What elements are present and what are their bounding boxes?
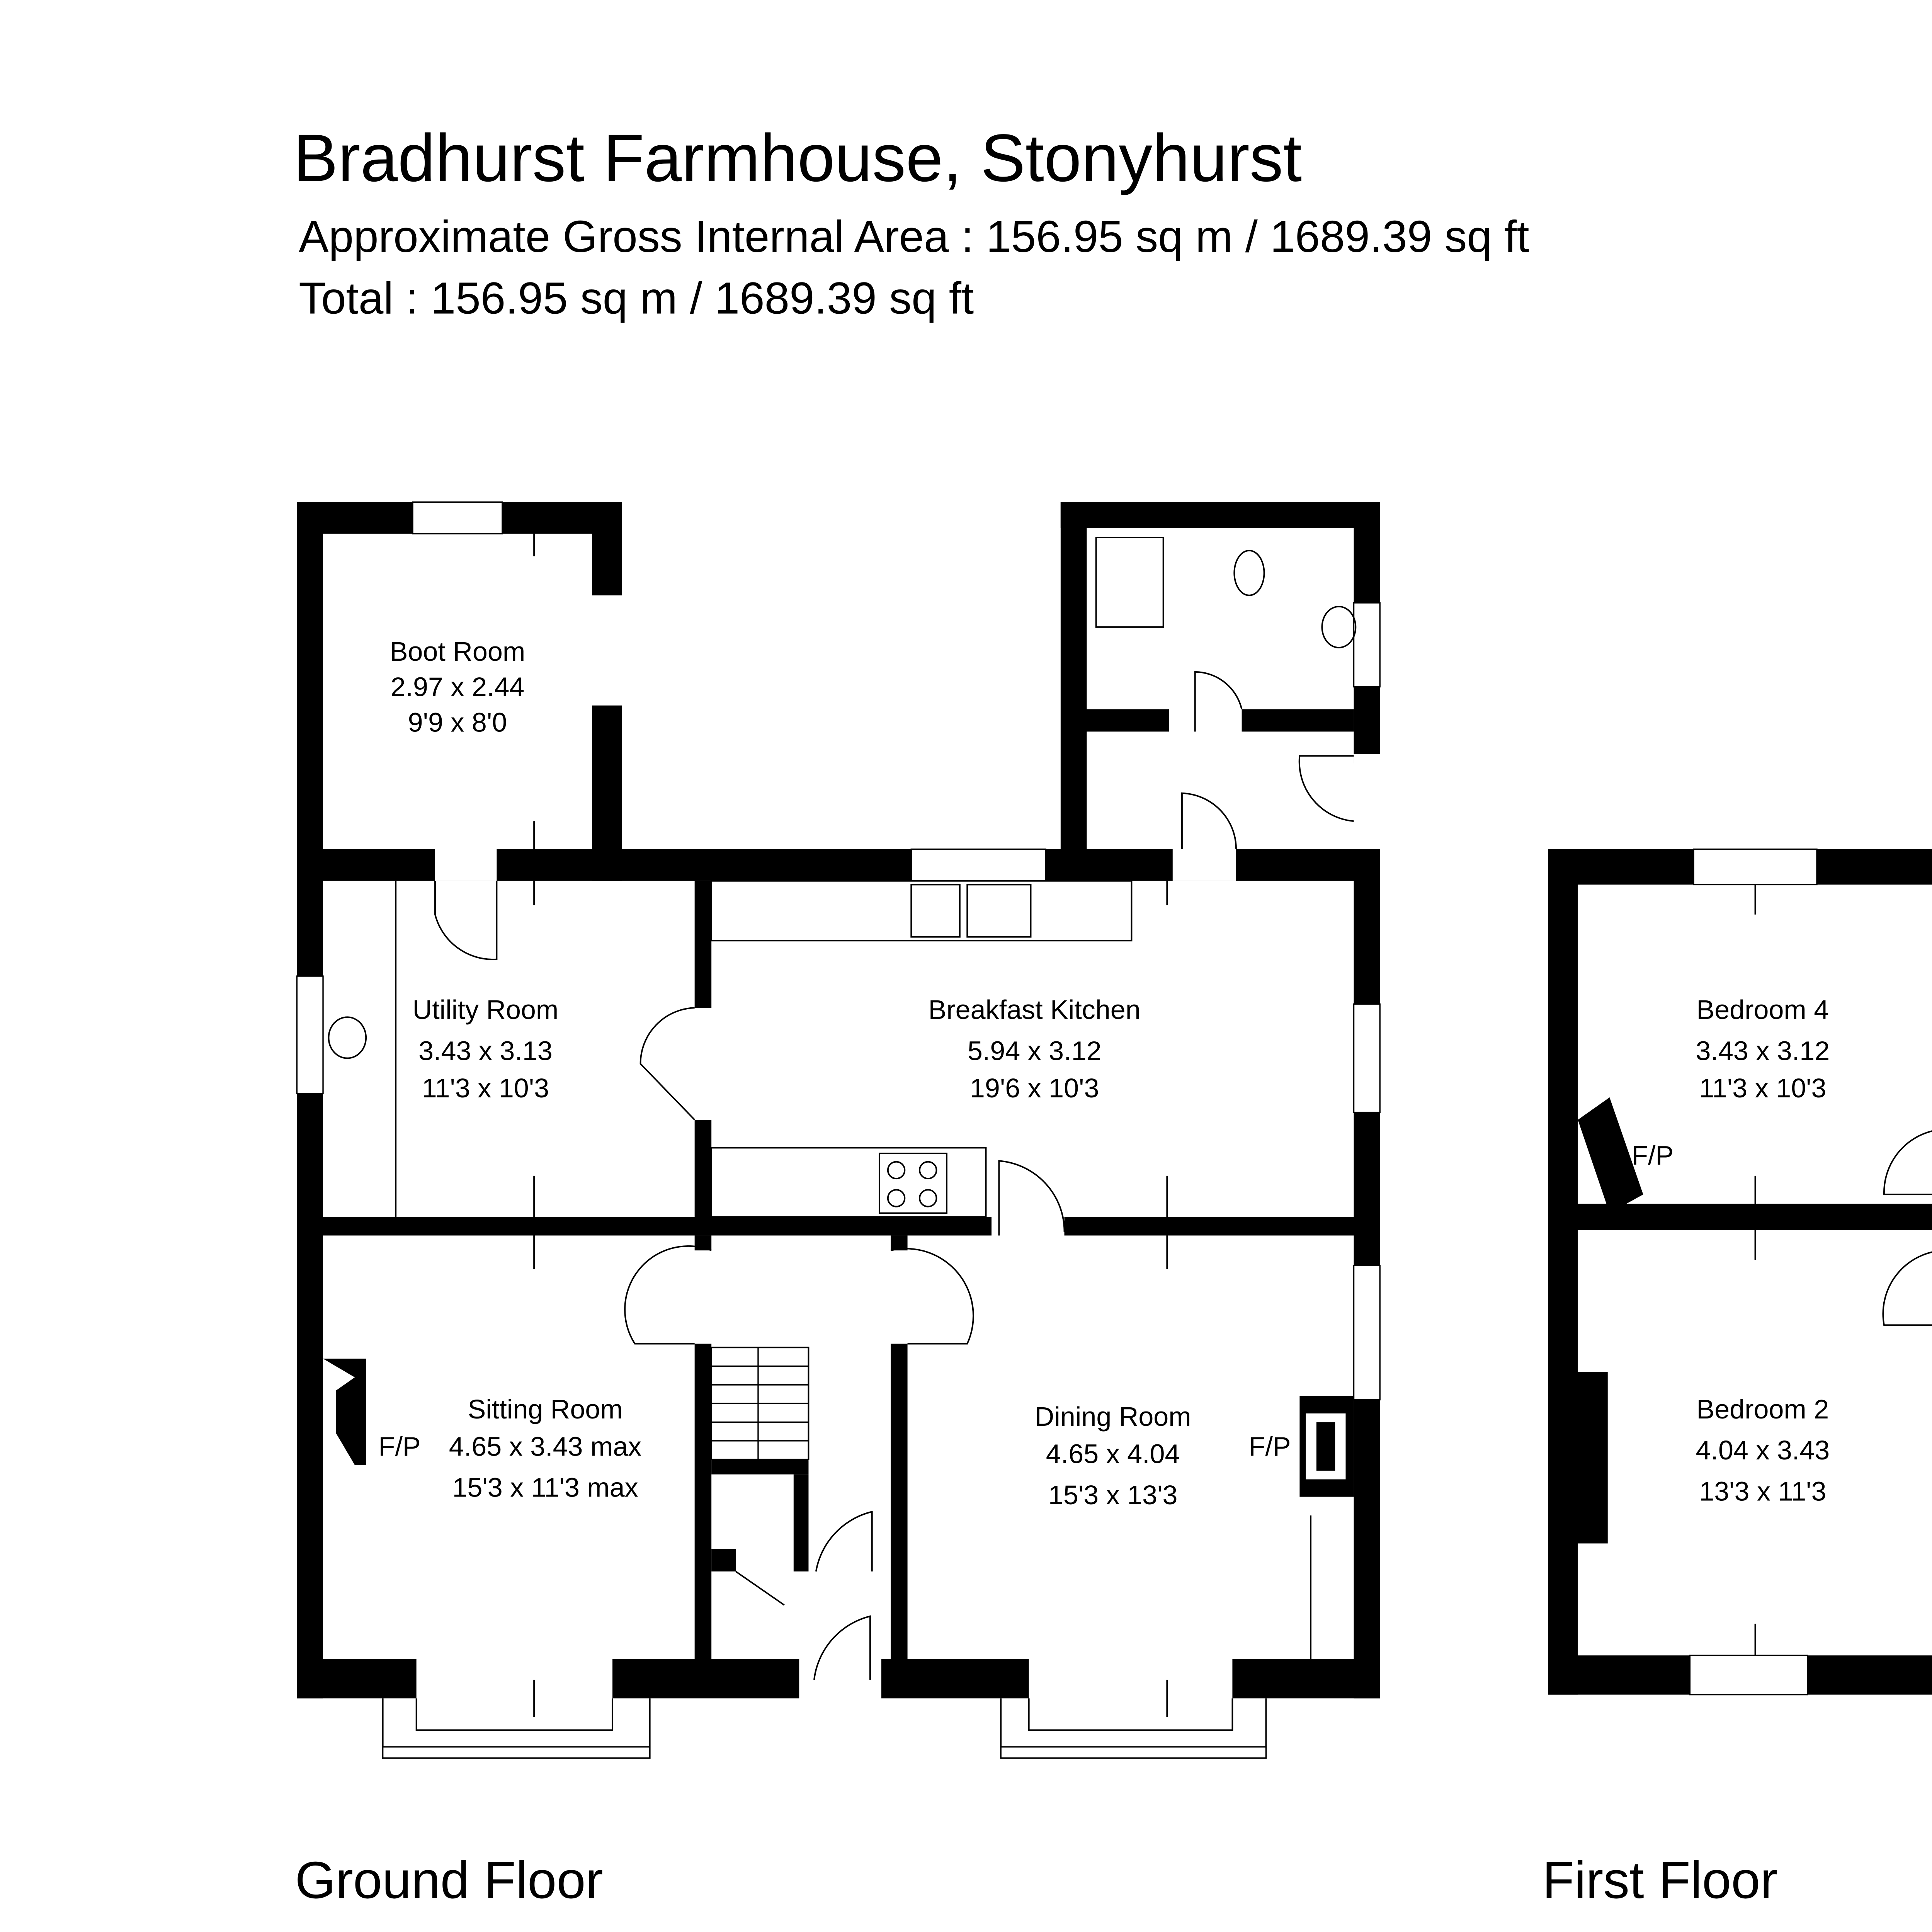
svg-text:3.43 x 3.13: 3.43 x 3.13 (418, 1036, 553, 1066)
svg-text:Bedroom 2: Bedroom 2 (1696, 1394, 1829, 1424)
svg-text:4.65 x 3.43 max: 4.65 x 3.43 max (449, 1431, 642, 1461)
header: Bradhurst Farmhouse, Stonyhurst Approxim… (293, 121, 1529, 323)
svg-text:9'9 x 8'0: 9'9 x 8'0 (408, 707, 507, 737)
svg-text:4.04 x 3.43: 4.04 x 3.43 (1696, 1435, 1830, 1465)
svg-text:Boot Room: Boot Room (390, 636, 525, 667)
room-breakfast-kitchen: Breakfast Kitchen 5.94 x 3.12 19'6 x 10'… (929, 995, 1141, 1103)
ground-floor-label: Ground Floor (295, 1851, 603, 1909)
gross-internal-area: Approximate Gross Internal Area : 156.95… (299, 211, 1529, 262)
svg-text:Breakfast Kitchen: Breakfast Kitchen (929, 995, 1141, 1025)
room-boot-room: Boot Room 2.97 x 2.44 9'9 x 8'0 (390, 636, 525, 738)
svg-text:15'3 x 13'3: 15'3 x 13'3 (1048, 1480, 1178, 1510)
ground-floor-plan: Boot Room 2.97 x 2.44 9'9 x 8'0 Utility … (296, 501, 1381, 1759)
svg-text:15'3 x 11'3 max: 15'3 x 11'3 max (452, 1473, 638, 1503)
svg-text:Sitting Room: Sitting Room (468, 1394, 623, 1424)
room-bedroom-2: Bedroom 2 4.04 x 3.43 13'3 x 11'3 (1696, 1394, 1830, 1507)
fireplace-label-sitting: F/P (379, 1431, 421, 1461)
fireplace-label-dining: F/P (1249, 1431, 1291, 1461)
svg-text:Dining Room: Dining Room (1035, 1401, 1191, 1432)
svg-text:11'3 x 10'3: 11'3 x 10'3 (1699, 1073, 1826, 1103)
svg-text:13'3 x 11'3: 13'3 x 11'3 (1699, 1476, 1826, 1506)
fireplace-label-bedroom-4: F/P (1631, 1140, 1673, 1170)
room-utility-room: Utility Room 3.43 x 3.13 11'3 x 10'3 (413, 995, 559, 1103)
room-sitting-room: Sitting Room 4.65 x 3.43 max 15'3 x 11'3… (449, 1394, 642, 1503)
svg-text:Utility Room: Utility Room (413, 995, 559, 1025)
svg-text:2.97 x 2.44: 2.97 x 2.44 (391, 672, 525, 702)
room-dining-room: Dining Room 4.65 x 4.04 15'3 x 13'3 (1035, 1401, 1191, 1510)
total-area: Total : 156.95 sq m / 1689.39 sq ft (299, 273, 974, 323)
plan-title: Bradhurst Farmhouse, Stonyhurst (293, 121, 1302, 196)
svg-text:3.43 x 3.12: 3.43 x 3.12 (1696, 1036, 1830, 1066)
svg-text:4.65 x 4.04: 4.65 x 4.04 (1046, 1439, 1180, 1469)
svg-text:5.94 x 3.12: 5.94 x 3.12 (968, 1036, 1102, 1066)
first-floor-plan: Bedroom 4 3.43 x 3.12 11'3 x 10'3 F/P Be… (1548, 848, 1932, 1696)
svg-text:11'3 x 10'3: 11'3 x 10'3 (422, 1073, 549, 1103)
svg-text:Bedroom 4: Bedroom 4 (1696, 995, 1829, 1025)
first-floor-label: First Floor (1543, 1851, 1778, 1909)
dimension-arrows (533, 534, 1756, 1717)
room-bedroom-4: Bedroom 4 3.43 x 3.12 11'3 x 10'3 (1696, 995, 1830, 1103)
svg-text:19'6 x 10'3: 19'6 x 10'3 (970, 1073, 1099, 1103)
